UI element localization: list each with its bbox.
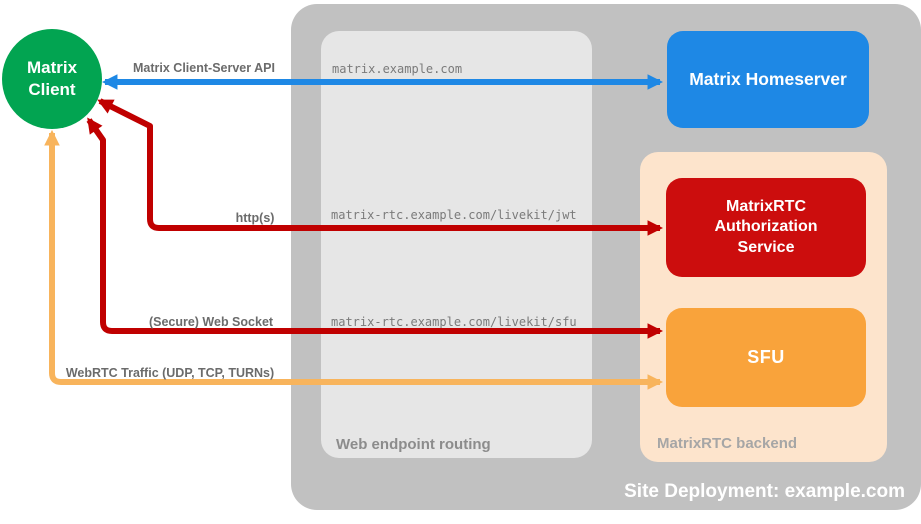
web-endpoint-routing-label: Web endpoint routing bbox=[336, 436, 491, 453]
sfu-label: SFU bbox=[747, 347, 785, 367]
endpoint-livekit-sfu: matrix-rtc.example.com/livekit/sfu bbox=[331, 315, 577, 329]
matrixrtc-authorization-service-node: MatrixRTC Authorization Service bbox=[666, 178, 866, 277]
flow-label-webrtc-traffic: WebRTC Traffic (UDP, TCP, TURNs) bbox=[65, 366, 275, 380]
flow-label-client-server-api: Matrix Client-Server API bbox=[133, 61, 275, 75]
site-deployment-label: Site Deployment: example.com bbox=[624, 481, 905, 502]
endpoint-livekit-jwt: matrix-rtc.example.com/livekit/jwt bbox=[331, 208, 577, 222]
endpoint-matrix-example-com: matrix.example.com bbox=[332, 62, 463, 76]
matrixrtc-authorization-service-label: MatrixRTC Authorization Service bbox=[714, 197, 818, 256]
sfu-node: SFU bbox=[666, 308, 866, 407]
flow-label-secure-web-socket: (Secure) Web Socket bbox=[148, 315, 274, 329]
flow-label-https: http(s) bbox=[235, 211, 275, 225]
matrix-client-node: Matrix Client bbox=[2, 29, 102, 129]
matrix-homeserver-label: Matrix Homeserver bbox=[689, 69, 847, 89]
matrix-homeserver-node: Matrix Homeserver bbox=[667, 31, 869, 128]
web-endpoint-routing-group bbox=[321, 31, 592, 458]
matrix-client-label: Matrix Client bbox=[26, 57, 78, 99]
matrixrtc-backend-label: MatrixRTC backend bbox=[657, 435, 798, 452]
